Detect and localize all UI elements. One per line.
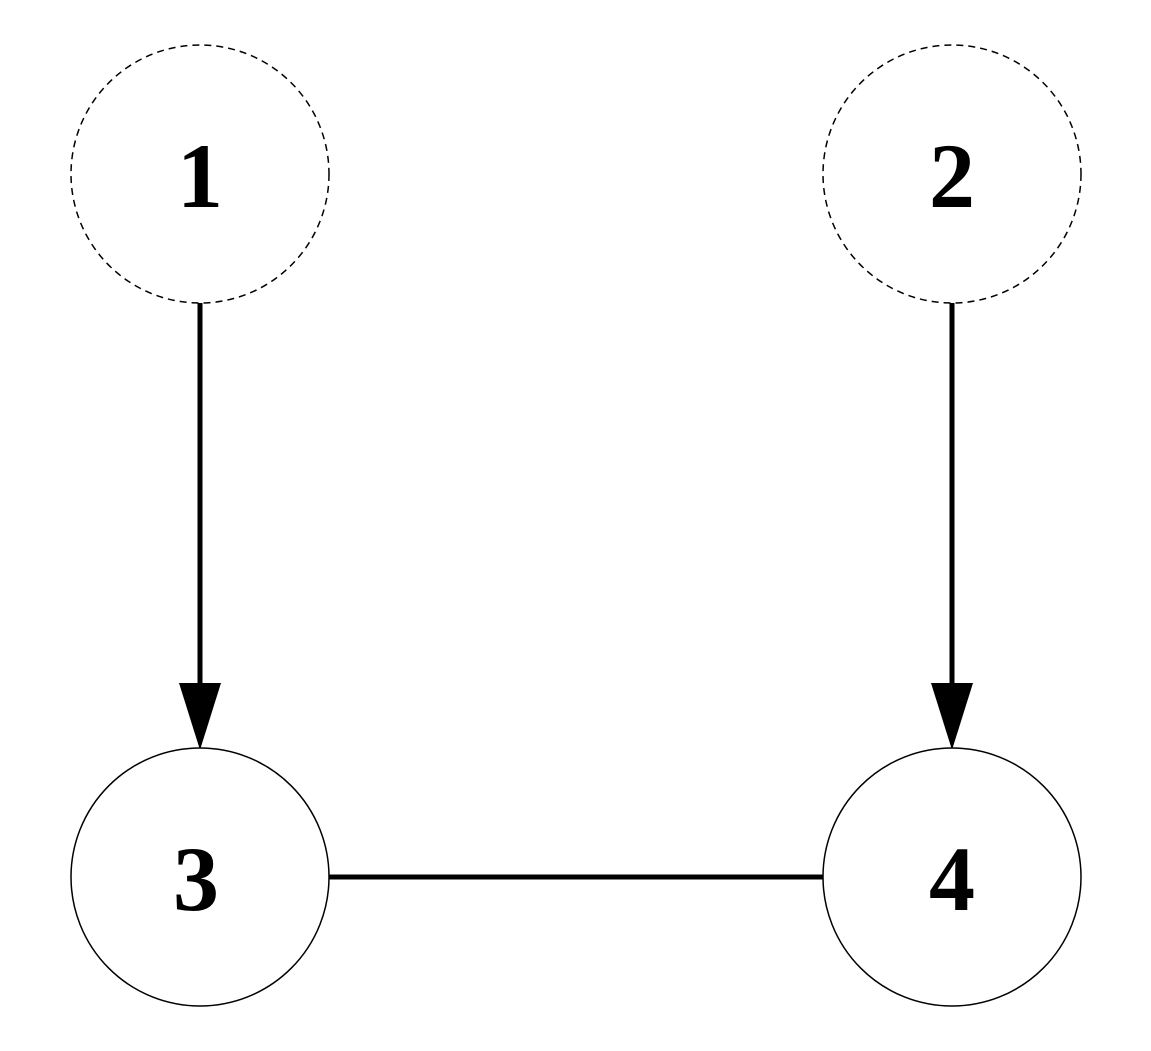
node-3: 3 xyxy=(70,747,330,1007)
node-2-label: 2 xyxy=(929,125,975,227)
node-1: 1 xyxy=(70,44,330,304)
node-3-label: 3 xyxy=(173,828,219,930)
node-4: 4 xyxy=(822,747,1082,1007)
node-4-circle xyxy=(822,747,1082,1007)
node-4-label: 4 xyxy=(929,828,975,930)
arrow-head-2-to-4 xyxy=(931,683,973,750)
node-2: 2 xyxy=(822,44,1082,304)
arrow-head-1-to-3 xyxy=(179,683,221,750)
node-1-circle xyxy=(70,44,330,304)
node-2-circle xyxy=(822,44,1082,304)
node-3-circle xyxy=(70,747,330,1007)
node-1-label: 1 xyxy=(177,125,223,227)
